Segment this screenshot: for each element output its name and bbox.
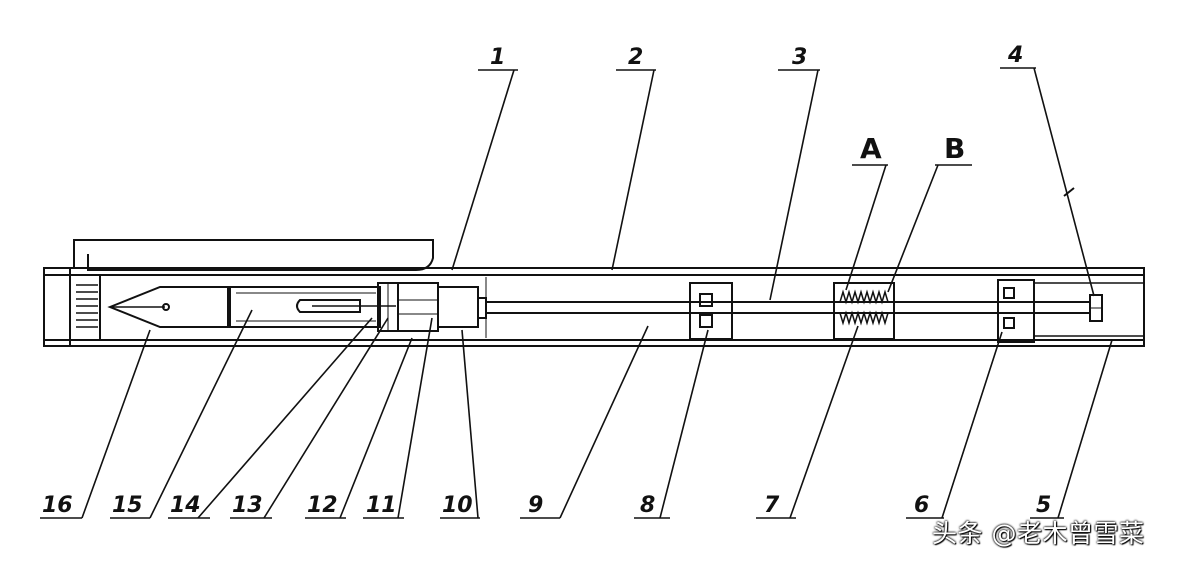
leader-lines [40, 67, 1113, 519]
label-14: 14 [170, 493, 201, 518]
spring-housing [833, 282, 895, 340]
piston-block [397, 282, 439, 332]
pen-nib [107, 286, 229, 328]
cap-spring [76, 284, 98, 328]
pen-clip [73, 239, 434, 271]
part-labels: 1 2 3 4 A B 16 15 14 13 12 11 10 9 8 7 6… [42, 43, 1051, 518]
label-10: 10 [442, 493, 473, 518]
label-16: 16 [42, 493, 73, 518]
pen-barrel-outline [43, 267, 1145, 347]
return-spring [839, 289, 889, 326]
label-12: 12 [307, 493, 338, 518]
label-13: 13 [232, 493, 263, 518]
nib-holder [229, 286, 381, 328]
label-15: 15 [112, 493, 143, 518]
label-9: 9 [528, 493, 543, 518]
coupling [437, 286, 479, 328]
watermark-text: 头条 @老木曾雪菜 [932, 519, 1145, 548]
label-11: 11 [366, 493, 397, 518]
label-8: 8 [640, 493, 655, 518]
label-5: 5 [1036, 493, 1051, 518]
label-4: 4 [1007, 43, 1023, 68]
slot-rod [296, 299, 361, 313]
label-A: A [860, 132, 882, 165]
label-2: 2 [628, 45, 643, 70]
label-7: 7 [764, 493, 780, 518]
label-3: 3 [792, 45, 807, 70]
label-6: 6 [914, 493, 929, 518]
guide-block [689, 282, 733, 340]
label-1: 1 [490, 45, 505, 70]
label-B: B [944, 132, 965, 165]
